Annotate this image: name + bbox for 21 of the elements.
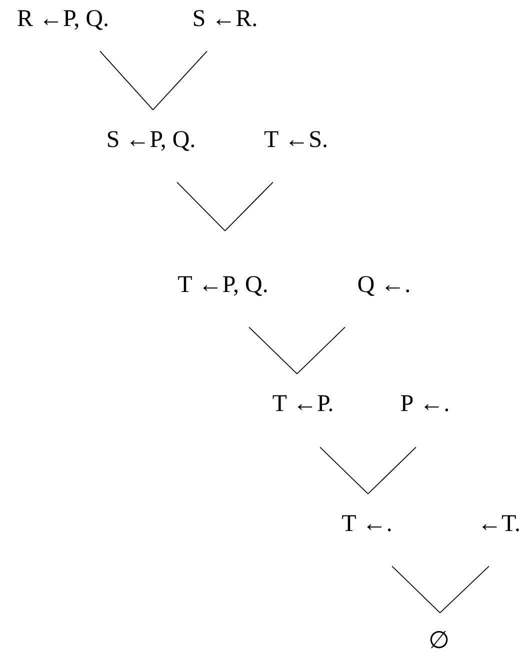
clause-text: T ←P, Q. bbox=[178, 276, 267, 296]
resolution-line bbox=[440, 566, 490, 614]
resolution-line bbox=[320, 446, 368, 494]
clause-text: ∅ bbox=[430, 630, 448, 648]
resolution-line bbox=[248, 326, 298, 374]
resolution-line bbox=[152, 50, 208, 110]
resolution-line bbox=[296, 326, 346, 374]
clause-text: S ←R. bbox=[194, 10, 256, 26]
resolution-line bbox=[368, 446, 416, 494]
clause-text: T ←P. bbox=[272, 395, 332, 412]
clause-text: T ←. bbox=[342, 515, 391, 532]
clause-text: P ←. bbox=[401, 395, 448, 412]
clause-text: T ←S. bbox=[264, 131, 326, 148]
resolution-line bbox=[392, 566, 440, 614]
clause-text: ←T. bbox=[482, 515, 519, 532]
clause-text: R ←P, Q. bbox=[18, 10, 108, 30]
clause-text: S ←P, Q. bbox=[108, 131, 194, 151]
resolution-line bbox=[224, 182, 274, 232]
resolution-line bbox=[176, 182, 226, 232]
clause-text: Q ←. bbox=[358, 276, 410, 296]
resolution-line bbox=[100, 50, 154, 110]
